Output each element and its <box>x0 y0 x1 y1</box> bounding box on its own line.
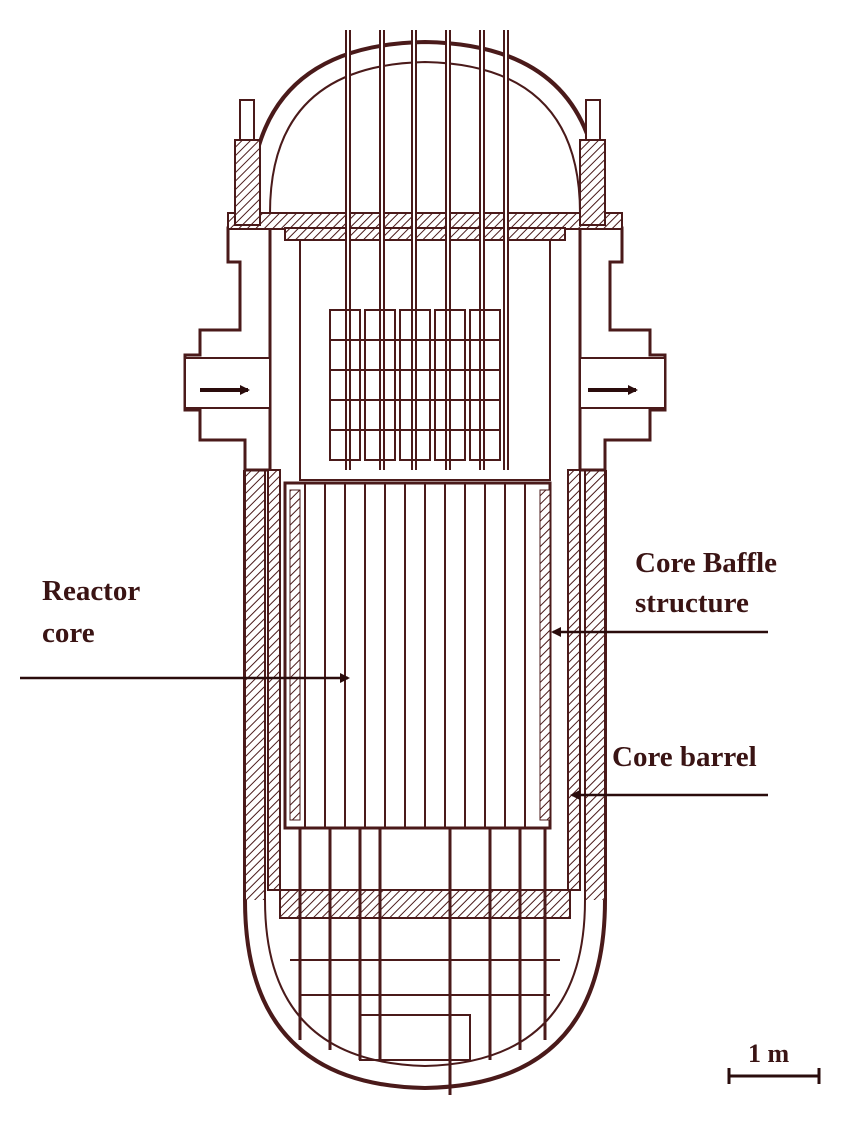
core-barrel-left <box>267 469 281 891</box>
core-barrel-label: Core barrel <box>612 741 757 773</box>
core-baffle-left <box>289 489 301 821</box>
stud-left <box>234 139 261 226</box>
reactor-core-label: Reactor core <box>42 575 147 649</box>
lower-core-plate <box>279 889 571 919</box>
upper-internals <box>284 30 566 481</box>
callouts <box>20 627 768 800</box>
pressure-vessel <box>243 470 607 1091</box>
core-baffle-right <box>539 489 551 821</box>
core-barrel-right <box>567 469 581 891</box>
vessel-wall-right-hatch <box>586 470 604 900</box>
upper-vessel <box>183 212 667 472</box>
guide-tube-blocks <box>329 309 501 461</box>
closure-head-inner <box>269 60 581 214</box>
reactor-core-label-line-2: core <box>42 617 95 649</box>
core-baffle-label: Core Baffle structure <box>635 547 784 619</box>
stud-right <box>579 139 606 226</box>
closure-head <box>234 39 606 226</box>
upper-body-right <box>578 226 667 472</box>
upper-body-left <box>183 226 272 472</box>
inlet-nozzle <box>184 357 271 409</box>
lower-internals <box>279 828 571 1095</box>
vessel-flange <box>227 212 623 230</box>
stud-nut-right <box>585 99 601 141</box>
closure-head-outer <box>248 39 602 214</box>
core-baffle-label-line-2: structure <box>635 587 749 619</box>
outlet-nozzle <box>579 357 666 409</box>
upper-support-plate <box>284 227 566 241</box>
reactor-core <box>283 481 552 830</box>
scale-bar-label: 1 m <box>748 1039 790 1068</box>
core-barrel <box>267 469 581 891</box>
reactor-core-label-line-1: Reactor <box>42 575 140 607</box>
fuel-assemblies <box>304 483 526 828</box>
upper-internals-frame <box>299 239 551 481</box>
vessel-outer-wall <box>243 470 607 1091</box>
stud-nut-left <box>239 99 255 141</box>
vessel-wall-left-hatch <box>246 470 264 900</box>
control-rod-drives <box>345 30 509 470</box>
core-baffle-label-line-1: Core Baffle <box>635 547 777 579</box>
scale-bar: 1 m <box>727 1039 821 1084</box>
vessel-inner-wall <box>264 470 586 1068</box>
